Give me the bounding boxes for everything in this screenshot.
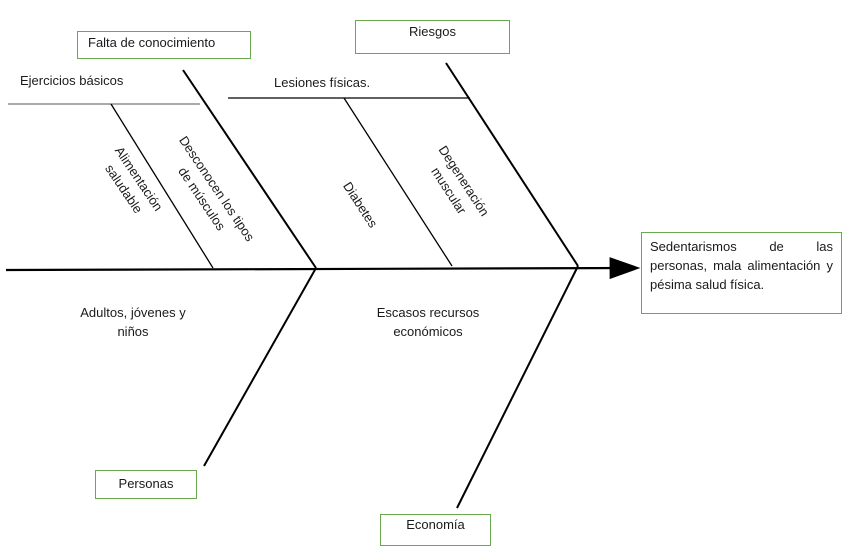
category-personas-label: Personas (118, 476, 174, 491)
category-riesgos-label: Riesgos (409, 24, 456, 39)
bone-conocimiento (182, 69, 317, 269)
category-conocimiento-box: Falta de conocimiento (77, 31, 251, 59)
cause-lesiones: Lesiones físicas. (274, 75, 371, 90)
category-riesgos-box: Riesgos (355, 20, 510, 54)
bone-economia (456, 265, 579, 509)
sub-bone-alimentacion (110, 103, 214, 269)
category-economia-label: Economía (406, 517, 465, 532)
bone-personas (203, 267, 317, 467)
cause-ejercicios: Ejercicios básicos (20, 73, 124, 88)
category-personas-box: Personas (95, 470, 197, 499)
bone-riesgos (445, 62, 579, 267)
sub-bone-diabetes (343, 97, 453, 267)
cause-escasos: Escasos recursos económicos (376, 305, 480, 339)
cause-adultos: Adultos, jóvenes y niños (80, 305, 186, 339)
effect-box: Sedentarismos de las personas, mala alim… (641, 232, 842, 314)
category-conocimiento-label: Falta de conocimiento (88, 35, 216, 50)
category-economia-box: Economía (380, 514, 491, 546)
spine-arrow (5, 257, 641, 280)
